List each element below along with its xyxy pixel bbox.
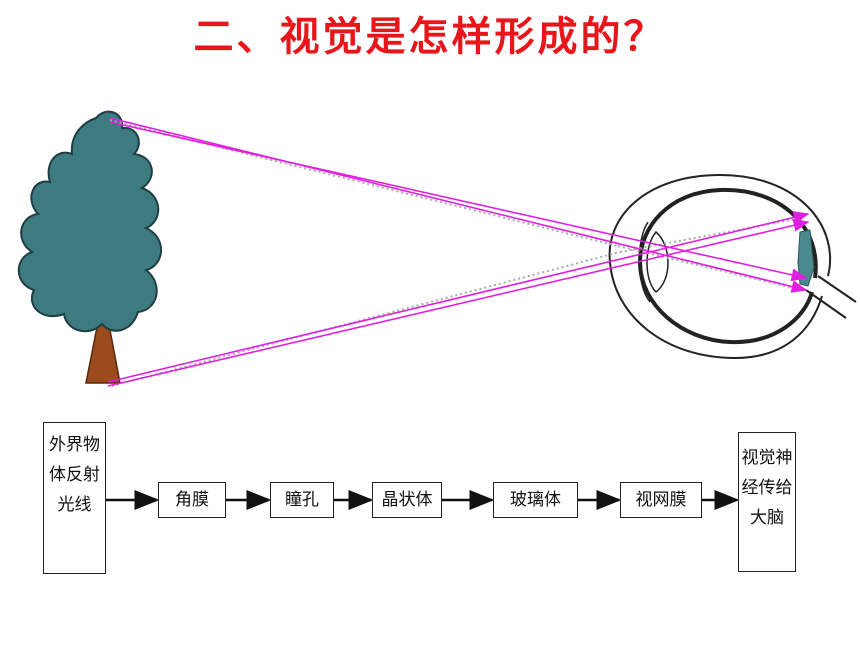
retina-box: 视网膜 [620, 482, 702, 518]
external-light-box: 外界物体反射光线 [43, 422, 106, 574]
cornea-box: 角膜 [158, 482, 226, 518]
ray-top-2 [109, 121, 808, 282]
ray-top-1 [109, 117, 808, 293]
tree-illustration [17, 110, 162, 384]
ray-bottom-2 [107, 219, 810, 387]
page-title: 二、视觉是怎样形成的？ [193, 13, 667, 60]
optic-nerve [805, 275, 857, 319]
lens-box: 晶状体 [372, 482, 442, 518]
eye-illustration [608, 173, 857, 360]
pupil-box: 瞳孔 [270, 482, 334, 518]
ray-bottom-1 [107, 211, 810, 383]
eyeball-inner [637, 187, 818, 345]
light-rays [107, 117, 810, 387]
tree-crown [17, 110, 162, 333]
eyeball-outer [608, 173, 831, 360]
lens [646, 230, 669, 293]
cornea [638, 221, 651, 303]
brain-box: 视觉神经传给大脑 [738, 432, 796, 572]
vitreous-box: 玻璃体 [493, 482, 578, 518]
